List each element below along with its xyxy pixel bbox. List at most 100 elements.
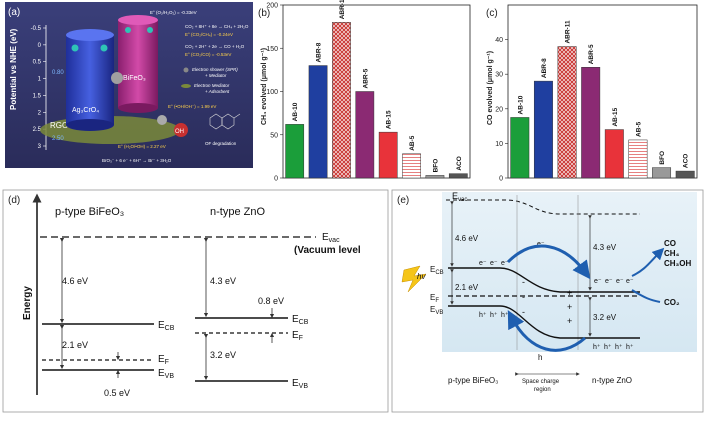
panel-a-tick-label: -0.5 xyxy=(31,26,42,32)
panel-a-tick-label: 1.5 xyxy=(33,93,42,99)
y-tick-label: 150 xyxy=(266,46,278,53)
y-tick-label: 20 xyxy=(495,106,503,113)
bar-label-ab-15: AB-15 xyxy=(386,110,393,129)
panel-b-ylabel: CH₄ evolved (μmol g⁻¹) xyxy=(261,48,268,125)
oh-label: OH xyxy=(175,129,184,135)
panel-c-chart: (c) CO evolved (μmol g⁻¹) 010203040AB-10… xyxy=(486,4,698,183)
bar-abr-11 xyxy=(332,22,351,179)
bifeo3-cylinder-top xyxy=(118,15,158,25)
electron-label: e⁻ xyxy=(626,278,634,285)
zno-32-label: 3.2 eV xyxy=(210,350,236,360)
bar-label-ab-5: AB-5 xyxy=(409,135,416,151)
bar-abr-11 xyxy=(557,46,577,179)
svg-text:+: + xyxy=(567,288,572,298)
panel-e-label: (e) xyxy=(397,195,409,206)
legend-mediator: + Mediator xyxy=(205,73,227,78)
ag3cro4-cylinder-top xyxy=(66,29,114,41)
electron-transfer-arrow xyxy=(506,244,591,280)
panel-c-label: (c) xyxy=(486,8,498,19)
energy-axis-label: Energy xyxy=(22,286,33,320)
e-evb-label: EVB xyxy=(430,305,443,316)
product-ch4: CH₄ xyxy=(664,249,680,258)
panel-d: (d) p-type BiFeO₃ n-type ZnO Energy Evac… xyxy=(2,189,389,413)
e-43-label: 4.3 eV xyxy=(593,243,617,252)
reactant-co2: CO₂ xyxy=(664,298,680,307)
bar-label-abr-8: ABR-8 xyxy=(316,42,323,62)
legend-electron-shower: Electron shower (SPR) xyxy=(192,67,238,72)
hole-label: h⁺ xyxy=(615,344,623,351)
zno-ecb-label: ECB xyxy=(292,314,309,326)
bar-bfo xyxy=(652,167,672,179)
svg-text:-: - xyxy=(522,307,525,317)
e-ecb-label: ECB xyxy=(430,265,444,276)
equation-co2-ch4: CO₂ + 8H⁺ + 8e → CH₄ + 2H₂O xyxy=(185,24,249,29)
product-ch3oh: CH₃OH xyxy=(664,259,691,268)
bar-label-ab-5: AB-5 xyxy=(635,121,642,137)
panel-d-label: (d) xyxy=(8,195,20,206)
silver-nanoparticle xyxy=(111,72,123,84)
y-tick-label: 100 xyxy=(266,89,278,96)
equation-bromate: BrO₃⁻ + 6 e⁻ + 6H⁺ → Br⁻ + 3H₂O xyxy=(102,158,172,163)
hv-label: hv xyxy=(417,272,426,281)
zno-08-label: 0.8 eV xyxy=(258,296,284,306)
bar-label-abr-5: ABR-5 xyxy=(588,44,595,64)
bar-label-abr-11: ABR-11 xyxy=(339,0,346,19)
svg-text:+: + xyxy=(567,302,572,312)
bar-label-bfo: BFO xyxy=(659,151,666,165)
y-tick-label: 10 xyxy=(495,141,503,148)
hole-transfer-arrow xyxy=(507,310,586,352)
electron-particle xyxy=(71,44,79,52)
bar-label-aco: ACO xyxy=(683,154,690,168)
bifeo3-cylinder-bottom xyxy=(118,103,158,113)
reduction-arrow xyxy=(631,247,665,277)
silver-nanoparticle xyxy=(157,115,167,125)
bar-label-bfo: BFO xyxy=(432,159,439,173)
e-n-type-label: n-type ZnO xyxy=(592,376,632,385)
oh-radical xyxy=(174,123,188,137)
co2-arrow xyxy=(631,289,661,303)
y-tick-label: 200 xyxy=(266,3,278,10)
panel-e: (e) Evac ECB EF EVB 4.6 eV 2.1 eV 4.3 eV… xyxy=(391,189,704,413)
panel-a-tick-label: 1 xyxy=(38,77,42,83)
electron-label: e⁻ xyxy=(594,278,602,285)
scr-label-1: Space charge xyxy=(522,379,560,385)
e-evac-label: Evac xyxy=(452,191,467,203)
bar-label-aco: ACO xyxy=(456,156,463,170)
panel-a-yaxis-label: Potential vs NHE (eV) xyxy=(9,28,18,110)
panel-a: (a) Potential vs NHE (eV) -0.500.511.522… xyxy=(5,2,253,168)
e-21-label: 2.1 eV xyxy=(455,283,479,292)
e-vacuum-line xyxy=(446,199,640,215)
bar-aco xyxy=(448,173,468,179)
bar-abr-5 xyxy=(355,91,375,179)
zno-ef-label: EF xyxy=(292,330,303,342)
electron-label: e⁻ xyxy=(490,260,498,267)
bifeo3-21-label: 2.1 eV xyxy=(62,340,88,350)
legend-electron-mediator: Electron Mediator xyxy=(194,83,230,88)
vacuum-level-label: (Vacuum level xyxy=(294,245,361,256)
electron-particle xyxy=(147,27,153,33)
panel-b-label: (b) xyxy=(258,8,270,19)
equation-oh-potential: E° (•OH/OH⁻) = 1.99 eV xyxy=(168,104,216,109)
bifeo3-05-label: 0.5 eV xyxy=(104,388,130,398)
panel-b-chart: (b) CH₄ evolved (μmol g⁻¹) 050100150200A… xyxy=(258,0,471,183)
electron-particle xyxy=(125,27,131,33)
electron-particle xyxy=(100,44,108,52)
ag3cro4-cylinder-bottom xyxy=(66,119,114,131)
bifeo3-cylinder xyxy=(118,20,158,108)
ag3cro4-vb-value: 2.50 xyxy=(52,136,64,142)
bar-label-abr-5: ABR-5 xyxy=(362,68,369,88)
zno-evb-label: EVB xyxy=(292,378,308,390)
equation-h2o-oh-potential: E° (H₂O/•OH) = 2.27 eV xyxy=(118,144,166,149)
electron-label: e⁻ xyxy=(479,260,487,267)
equation-o2-h2o2: E° (O₂/H₂O₂) = -0.33eV xyxy=(150,10,197,15)
bar-aco xyxy=(675,170,695,179)
y-tick-label: 0 xyxy=(499,176,503,183)
bifeo3-ecb-label: ECB xyxy=(158,320,175,332)
e-ef-label: EF xyxy=(430,293,439,304)
legend-adsorbent: + Adsorbent xyxy=(205,89,230,94)
hole-label: h⁺ xyxy=(479,312,487,319)
bar-abr-8 xyxy=(308,65,328,179)
product-co: CO xyxy=(664,239,676,248)
bar-label-ab-10: AB-10 xyxy=(517,95,524,114)
bifeo3-46-label: 4.6 eV xyxy=(62,276,88,286)
